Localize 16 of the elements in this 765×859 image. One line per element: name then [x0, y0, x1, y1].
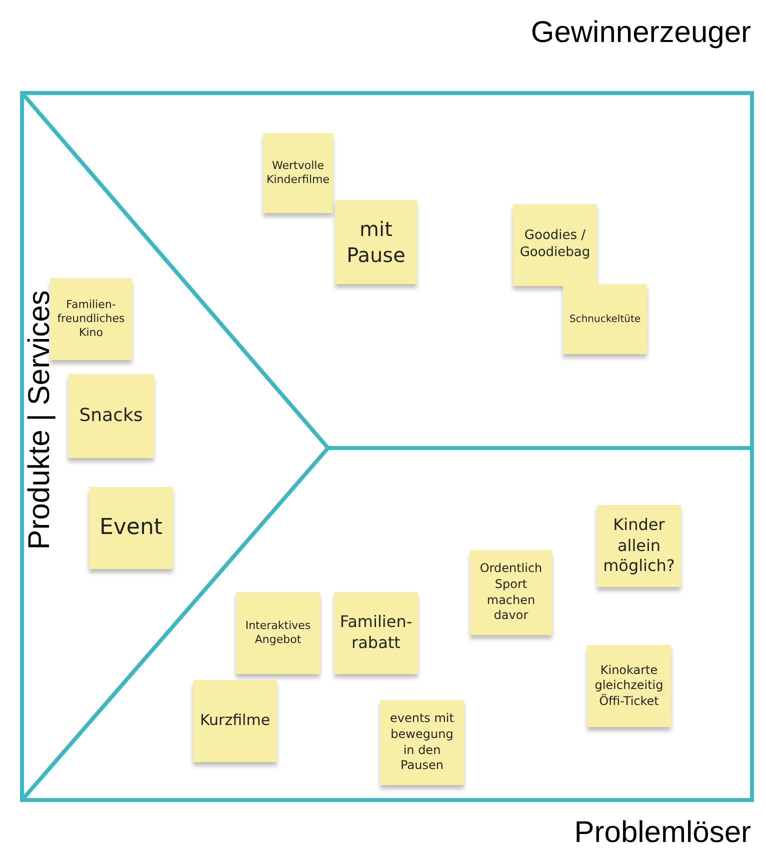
sticky-note: Familien-rabatt — [334, 592, 418, 674]
sticky-note: Schnuckeltüte — [563, 284, 647, 354]
section-label: Problemlöser — [574, 818, 751, 848]
sticky-note: events mit bewegung in den Pausen — [380, 700, 464, 785]
sticky-note: Wertvolle Kinderfilme — [263, 133, 333, 213]
sticky-note: Snacks — [68, 374, 154, 458]
sticky-note: Goodies / Goodiebag — [513, 204, 597, 286]
sticky-note: Familien-freundliches Kino — [50, 278, 132, 360]
sticky-note: mit Pause — [335, 200, 417, 284]
sticky-note: Ordentlich Sport machen davor — [470, 550, 552, 635]
sticky-note: Kinder allein möglich? — [597, 505, 681, 587]
section-label: Gewinnerzeuger — [530, 18, 751, 48]
sticky-note: Kurzfilme — [193, 680, 277, 762]
sticky-note: Event — [89, 487, 173, 569]
sticky-note: Interaktives Angebot — [236, 592, 320, 674]
sticky-note: Kinokarte gleichzeitig Öffi-Ticket — [587, 645, 671, 727]
